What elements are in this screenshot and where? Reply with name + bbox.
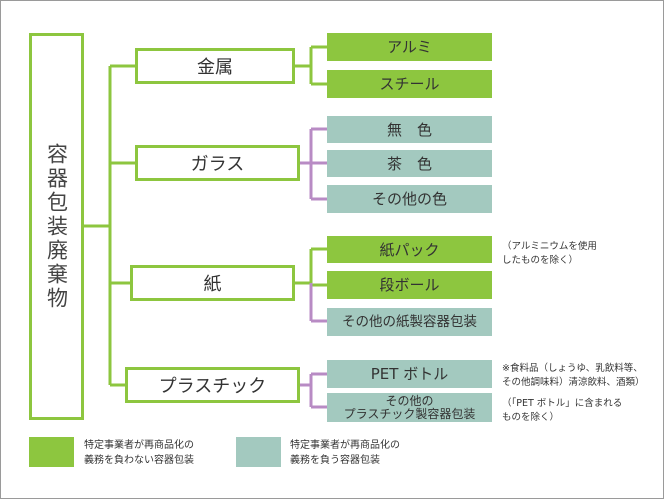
leaf-other-plastic: その他の プラスチック製容器包装: [327, 393, 492, 422]
plastic-connectors: [300, 372, 327, 409]
paper-connectors-green: [295, 247, 327, 287]
leaf-colorless: 無 色: [327, 116, 492, 143]
leaf-cardboard-label: 段ボール: [379, 276, 440, 294]
root-label: 容器包装廃棄物: [44, 142, 69, 311]
metal-connectors: [295, 45, 327, 86]
note-paper-pack: （アルミニウムを使用 したものを除く）: [502, 241, 597, 266]
leaf-pet-bottle-label: PET ボトル: [370, 365, 449, 383]
leaf-other-color-label: その他の色: [371, 190, 447, 208]
leaf-paper-pack: 紙パック: [327, 236, 492, 263]
leaf-brown-label: 茶 色: [386, 154, 432, 173]
legend-text-green: 特定事業者が再商品化の 義務を負わない容器包装: [84, 440, 194, 466]
category-metal-label: 金属: [197, 57, 233, 78]
category-glass-label: ガラス: [190, 154, 245, 175]
legend-swatch-green: [29, 437, 74, 467]
leaf-aluminum-label: アルミ: [387, 38, 432, 56]
leaf-cardboard: 段ボール: [327, 271, 492, 299]
paper-connectors-purple: [309, 283, 327, 323]
root-node: 容器包装廃棄物: [29, 33, 84, 420]
category-plastic: プラスチック: [125, 367, 300, 403]
category-metal: 金属: [135, 48, 295, 84]
leaf-pet-bottle: PET ボトル: [327, 360, 492, 388]
note-other-plastic: （「PET ボトル」に含まれる ものを除く）: [502, 398, 623, 423]
leaf-colorless-label: 無 色: [386, 120, 432, 139]
legend-swatch-teal: [236, 437, 281, 467]
leaf-aluminum: アルミ: [327, 33, 492, 61]
leaf-paper-pack-label: 紙パック: [379, 240, 440, 259]
category-glass: ガラス: [135, 145, 300, 181]
category-plastic-label: プラスチック: [158, 376, 267, 397]
leaf-brown: 茶 色: [327, 150, 492, 177]
leaf-other-paper-label: その他の紙製容器包装: [342, 314, 477, 330]
glass-connectors: [300, 127, 327, 201]
note-pet-bottle: ※食料品（しょうゆ、乳飲料等、 その他調味料）清涼飲料、酒類）: [502, 363, 645, 388]
category-paper: 紙: [130, 265, 295, 301]
legend-text-teal: 特定事業者が再商品化の 義務を負う容器包装: [290, 440, 400, 466]
leaf-steel-label: スチール: [379, 75, 440, 93]
leaf-other-color: その他の色: [327, 185, 492, 213]
leaf-steel: スチール: [327, 70, 492, 98]
leaf-other-plastic-label: その他の プラスチック製容器包装: [343, 393, 476, 421]
category-paper-label: 紙: [203, 274, 222, 295]
leaf-other-paper: その他の紙製容器包装: [327, 308, 492, 336]
root-connectors: [84, 64, 135, 387]
